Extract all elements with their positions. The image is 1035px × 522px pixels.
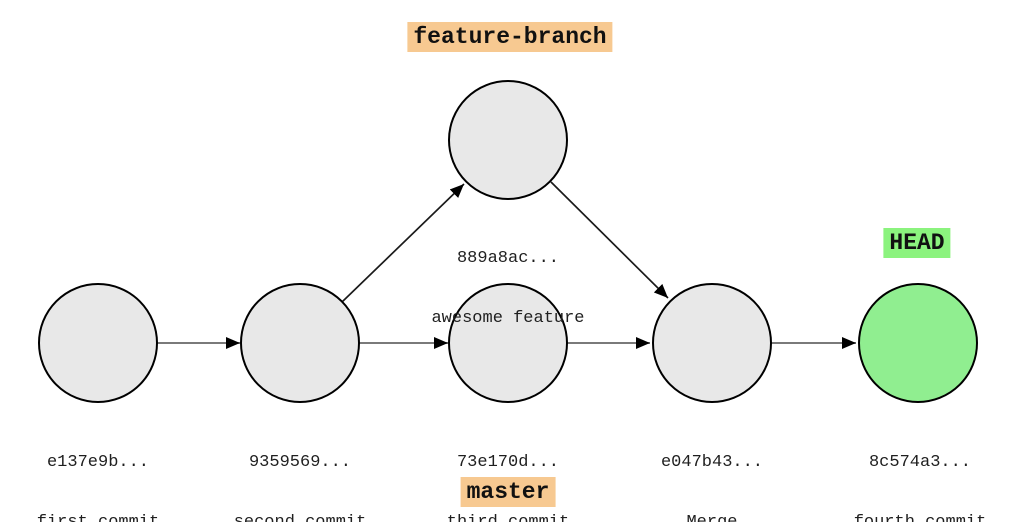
- commit-hash: e137e9b...: [46, 453, 150, 472]
- commit-label-merge: e047b43... Merge: [582, 413, 842, 522]
- commit-message: third commit: [378, 513, 638, 522]
- commit-message: first commit: [0, 513, 228, 522]
- commit-hash: 889a8ac...: [456, 249, 560, 268]
- commit-hash: 9359569...: [248, 453, 352, 472]
- edge-feature-to-merge: [550, 181, 669, 299]
- commit-message: Merge: [582, 513, 842, 522]
- commit-label-third: 73e170d... third commit: [378, 413, 638, 522]
- commit-hash: 8c574a3...: [868, 453, 972, 472]
- commit-node-fourth-commit-head: [858, 283, 978, 403]
- commit-hash: e047b43...: [660, 453, 764, 472]
- head-label: HEAD: [883, 228, 951, 258]
- commit-message: second commit: [170, 513, 430, 522]
- commit-message: fourth commit: [790, 513, 1035, 522]
- commit-hash: 73e170d...: [456, 453, 560, 472]
- commit-label-feature: 889a8ac... awesome feature: [378, 209, 638, 369]
- edge-second-to-feature: [341, 183, 465, 303]
- commit-node-second-commit: [240, 283, 360, 403]
- branch-label-feature-branch: feature-branch: [407, 22, 613, 52]
- commit-label-first: e137e9b... first commit: [0, 413, 228, 522]
- commit-message: awesome feature: [431, 309, 585, 328]
- branch-label-master: master: [460, 477, 556, 507]
- commit-node-awesome-feature: [448, 80, 568, 200]
- commit-node-third-commit: [448, 283, 568, 403]
- commit-label-fourth: 8c574a3... fourth commit: [790, 413, 1035, 522]
- commit-node-first-commit: [38, 283, 158, 403]
- commit-label-second: 9359569... second commit: [170, 413, 430, 522]
- commit-node-merge: [652, 283, 772, 403]
